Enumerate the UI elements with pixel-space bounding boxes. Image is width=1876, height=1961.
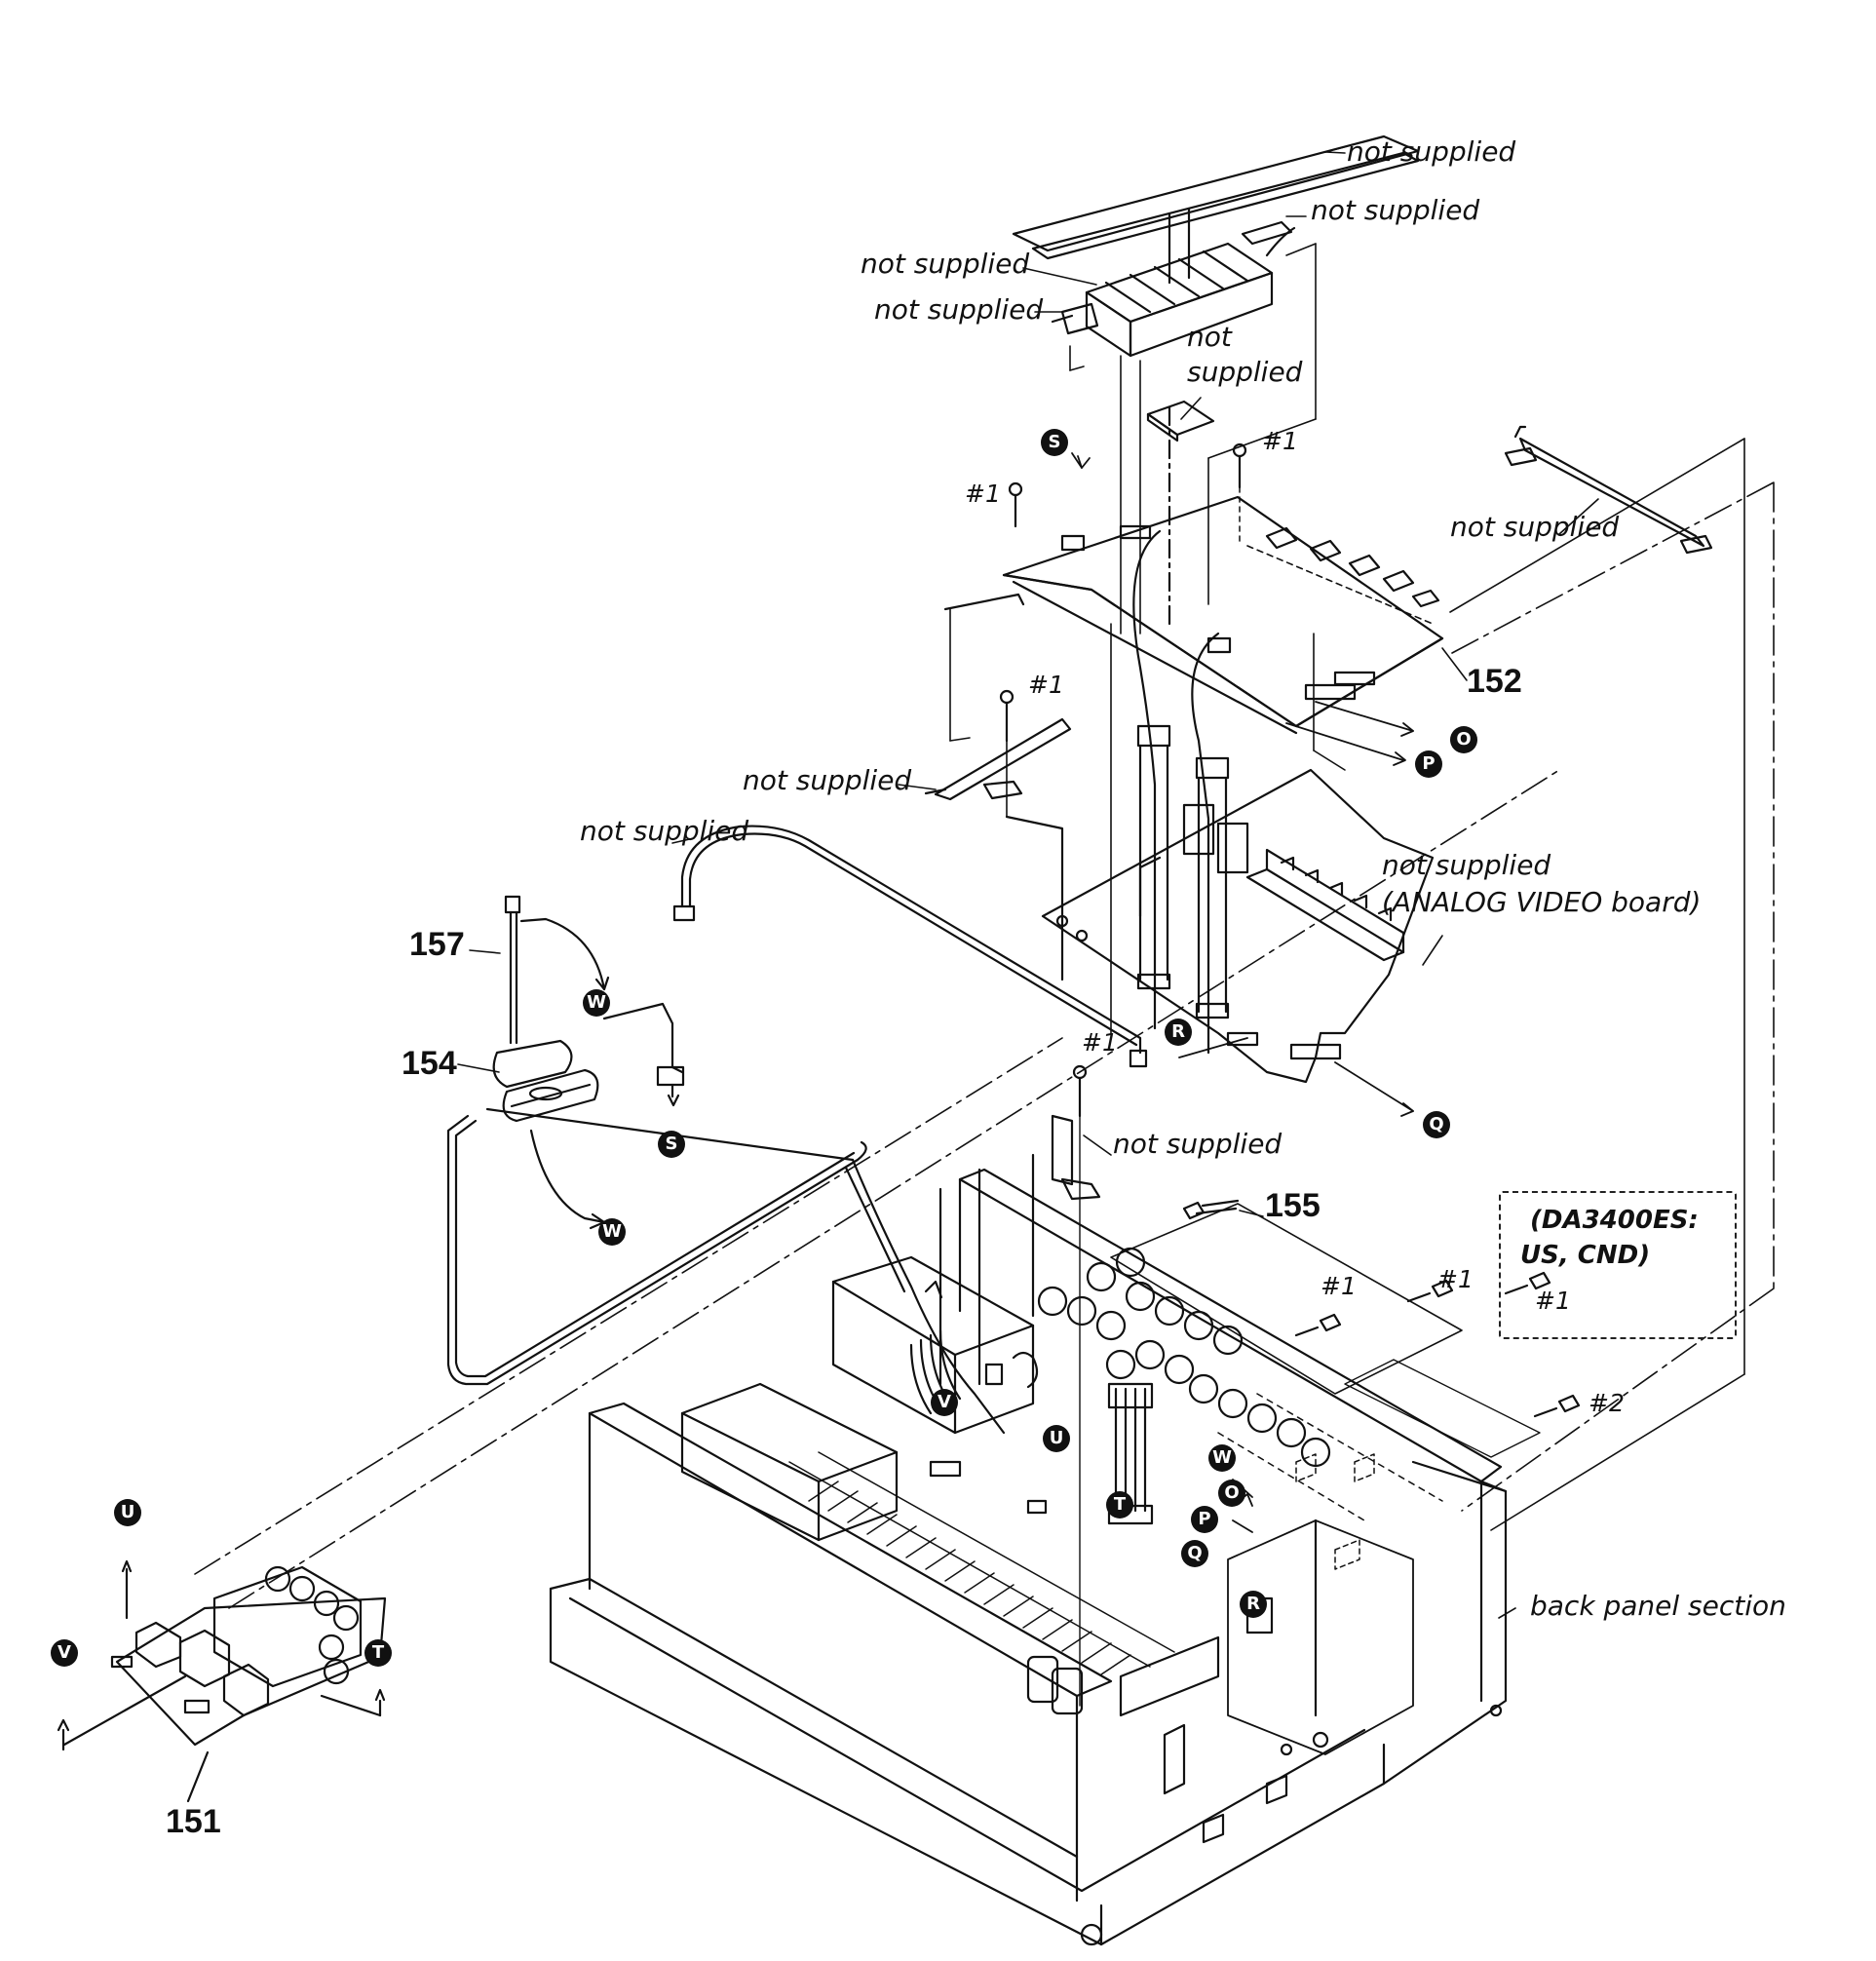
marker-r-top: R	[1165, 1019, 1192, 1046]
part-number-151: 151	[166, 1803, 221, 1840]
marker-s-top: S	[1041, 429, 1068, 456]
bracket-mid	[924, 717, 1072, 981]
part-number-155: 155	[1265, 1187, 1321, 1224]
marker-q-chassis: Q	[1181, 1540, 1208, 1567]
screw-ref-top-right: #1	[1262, 427, 1298, 455]
marker-o-chassis: O	[1218, 1480, 1245, 1507]
marker-w-chassis: W	[1208, 1444, 1236, 1472]
part-157	[504, 895, 610, 1045]
marker-p-top: P	[1415, 750, 1442, 778]
label-not-supplied-top-strip: not supplied	[1347, 135, 1516, 168]
screw-ref-top-left: #1	[965, 480, 1001, 508]
screw-ref-mid: #1	[1028, 671, 1064, 699]
screw-ref-bottom-2: #1	[1437, 1265, 1474, 1293]
label-not-supplied-harness: not supplied	[580, 815, 749, 847]
marker-s-bottom: S	[658, 1131, 685, 1158]
label-analog-line2: (ANALOG VIDEO board)	[1382, 886, 1702, 918]
label-back-panel-section: back panel section	[1530, 1590, 1786, 1622]
marker-w-bottom: W	[598, 1218, 626, 1246]
label-not-supplied-clip-right: not supplied	[1311, 194, 1480, 226]
label-not-supplied-bracket-mid: not supplied	[743, 764, 912, 796]
screws-top	[999, 442, 1247, 1707]
chassis	[549, 1153, 1541, 1946]
screw-ref-bottom-1: #1	[1321, 1272, 1357, 1300]
thermal-pad	[1146, 400, 1215, 626]
marker-t-chassis: T	[1106, 1491, 1133, 1519]
vertical-bracket	[1051, 1114, 1101, 1201]
screw-ref-bottom-3: #1	[1535, 1287, 1571, 1315]
marker-p-chassis: P	[1191, 1506, 1218, 1533]
label-not-supplied-heatsink: not supplied	[861, 248, 1030, 280]
part-154	[492, 1002, 685, 1230]
part-number-152: 152	[1467, 663, 1522, 700]
analog-video-board	[1041, 768, 1435, 1084]
marker-v-board151: V	[51, 1639, 78, 1667]
part-number-157: 157	[409, 926, 465, 963]
screws-bottom	[1294, 1271, 1581, 1418]
label-not-supplied-clip-left: not supplied	[874, 293, 1044, 326]
bracket-right	[1504, 425, 1713, 555]
marker-o-top: O	[1450, 726, 1477, 753]
label-not-line2: supplied	[1187, 356, 1303, 388]
heatsink	[1051, 207, 1296, 358]
marker-u-board151: U	[114, 1499, 141, 1526]
model-note-box: (DA3400ES: US, CND)	[1499, 1191, 1737, 1339]
label-not-supplied-vertical-bracket: not supplied	[1113, 1128, 1283, 1160]
screw-155	[1182, 1199, 1240, 1220]
marker-u-chassis: U	[1043, 1425, 1070, 1452]
marker-t-board151: T	[364, 1639, 392, 1667]
label-not-line1: not	[1187, 321, 1232, 353]
model-note-line2: US, CND)	[1520, 1241, 1651, 1270]
marker-r-chassis: R	[1240, 1591, 1267, 1618]
ribbon-cables	[1132, 529, 1230, 1055]
marker-w-top: W	[583, 989, 610, 1017]
model-note-line1: (DA3400ES:	[1530, 1206, 1699, 1235]
cable-harness	[672, 825, 1148, 1068]
board-151	[57, 1559, 387, 1803]
label-analog-line1: not supplied	[1382, 849, 1551, 881]
screw-ref-lower: #1	[1082, 1028, 1118, 1057]
screw-ref-bottom-4: #2	[1589, 1389, 1625, 1417]
top-strip	[1012, 135, 1420, 260]
board-152	[943, 495, 1444, 735]
marker-q-top: Q	[1423, 1111, 1450, 1138]
label-not-supplied-bracket-right: not supplied	[1450, 511, 1620, 543]
part-number-154: 154	[402, 1045, 457, 1082]
marker-v-chassis: V	[931, 1389, 958, 1416]
